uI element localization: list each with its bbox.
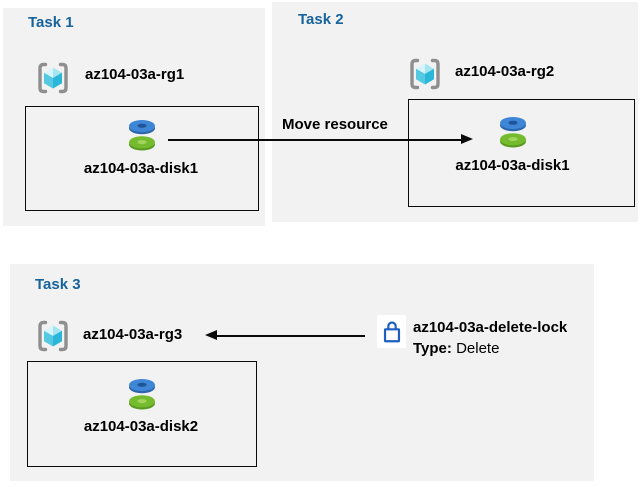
disk-icon	[129, 120, 155, 151]
lock-type-value: Delete	[456, 340, 500, 357]
task3-title: Task 3	[35, 276, 81, 293]
task1-panel	[3, 8, 265, 226]
lock-name-label: az104-03a-delete-lock	[413, 319, 568, 336]
lock-annotation: az104-03a-delete-lock Type: Delete	[413, 320, 567, 357]
lock-arrowhead-icon	[205, 330, 217, 340]
disk-icon	[129, 379, 155, 410]
task2-panel	[272, 2, 638, 222]
task3-panel	[10, 264, 594, 481]
task2-resource-group-label: az104-03a-rg2	[455, 63, 555, 80]
lock-icon	[383, 321, 400, 343]
resource-group-icon	[38, 62, 68, 94]
move-resource-arrowhead-icon	[461, 134, 473, 144]
task2-resource-box	[408, 99, 635, 207]
resource-group-icon	[38, 320, 68, 352]
task3-resource-box	[27, 361, 257, 467]
task3-resource-group-label: az104-03a-rg3	[83, 326, 183, 343]
task3-disk-icon-slot	[123, 376, 161, 418]
task1-title: Task 1	[28, 14, 74, 31]
task2-resource-group-icon-slot	[406, 55, 444, 98]
lock-icon-box	[377, 315, 406, 348]
task2-disk-icon-slot	[494, 114, 532, 156]
move-resource-arrow-line	[168, 139, 462, 141]
lock-type-label: Type:	[413, 340, 452, 357]
task3-resource-group-icon-slot	[34, 317, 72, 360]
lock-type-line: Type: Delete	[413, 341, 567, 357]
task1-disk-icon-slot	[123, 117, 161, 159]
task2-disk-label: az104-03a-disk1	[455, 157, 570, 174]
task3-disk-label: az104-03a-disk2	[83, 418, 199, 435]
move-resource-label: Move resource	[282, 116, 388, 133]
disk-icon	[500, 117, 526, 148]
task1-resource-group-icon-slot	[34, 59, 72, 102]
task1-resource-box	[25, 106, 259, 211]
task2-title: Task 2	[298, 11, 344, 28]
task1-resource-group-label: az104-03a-rg1	[85, 66, 185, 83]
lock-arrow-line	[216, 335, 365, 337]
task1-disk-label: az104-03a-disk1	[83, 160, 199, 177]
resource-group-icon	[410, 58, 440, 90]
